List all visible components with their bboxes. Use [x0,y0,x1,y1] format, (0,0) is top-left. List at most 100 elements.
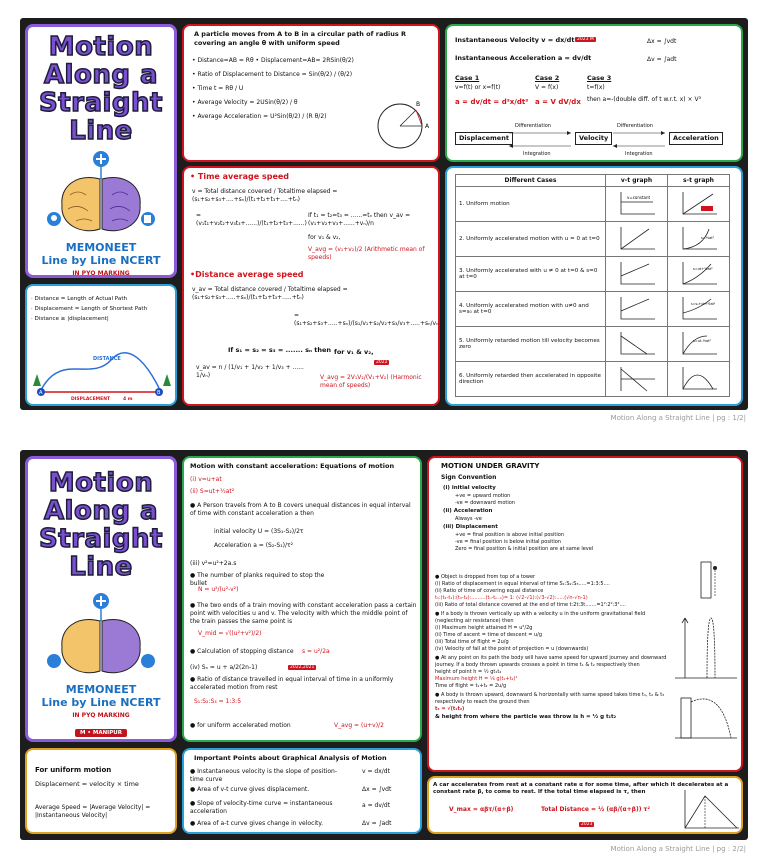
up-2: (ii) Time of ascent = time of descent = … [435,632,542,638]
car-card: A car accelerates from rest at a constan… [427,776,743,834]
vt-graph-5 [620,332,655,355]
case-1-title: Case 1 [455,74,480,82]
st-graph-2: s=½at² [682,227,717,250]
sign-3c: Zero = final position & initial position… [455,546,594,552]
svg-text:B: B [416,101,420,108]
sign-convention: Sign Convention [441,474,497,481]
col-vt: v-t graph [605,174,668,187]
sign-1b: -ve = downward motion [455,500,515,506]
board-badge-2: M • MANIPUR [75,729,127,737]
up-3: (iii) Total time of flight = 2u/g [435,639,509,645]
case-2-b: a = V dV/dx [535,98,581,106]
inst-velocity: Instantaneous Velocity v = dx/dt [455,36,575,44]
st-graph-4: s=s₀+ut+½at² [682,297,717,320]
brand-tagline-2: Line by Line NCERT [41,696,161,709]
car-text: A car accelerates from rest at a constan… [433,782,729,795]
case-label: 6. Uniformly retarded then accelerated i… [455,361,606,397]
page-title: Motion Along a Straight Line [38,32,163,146]
title-card-2: Motion Along a Straight Line MEMONEET Li… [25,456,177,742]
case-label: 1. Uniform motion [455,186,606,222]
st-2-label: s=½at² [701,236,715,240]
page-1: Motion Along a Straight Line MEMONEET Li… [20,18,748,410]
displacement-value: 4 m [123,396,133,402]
circular-motion-card: A particle moves from A to B in a circul… [182,24,440,162]
three-formula: t₃ = √(t₁t₂) [435,706,465,712]
vavg-formula: V_avg = (u+v)/2 [334,722,384,729]
gravity-card: MOTION UNDER GRAVITY Sign Convention (i)… [427,456,743,772]
vmax-formula: V_max = αβτ/(α+β) [449,806,514,813]
pyq-label: IN PYQ MARKING [72,270,130,277]
vt-graph-2 [620,227,655,250]
distance-label: DISTANCE [93,356,121,362]
case-row: 6. Uniformly retarded then accelerated i… [455,361,730,397]
case-label: 5. Uniformly retarded motion till veloci… [455,326,606,362]
up-text: ● If a body is thrown vertically up with… [435,611,646,624]
cases-header-row: Different Cases v-t graph s-t graph [455,174,730,187]
graph-point-4: ● Area of a-t curve gives change in velo… [190,820,323,827]
eq-2: (ii) S=ut+½at² [190,488,235,495]
year-badge: 2023 M [575,37,596,42]
path-diagram: A B DISTANCE DISPLACEMENT 4 m [33,352,171,402]
uniform-speed: Average Speed = |Average Velocity| = |In… [35,804,151,819]
instantaneous-card: Instantaneous Velocity v = dx/dt 2023 M … [445,24,743,162]
st-5-label: s=ut-½at² [693,339,712,343]
dist-avg-res2: V_avg = 2V₁V₂/(V₁+V₂) (Harmonic mean of … [320,374,422,389]
same-2: Maximum height H = ⅛ g(t₁+t₂)² [435,676,518,682]
same-3: Time of flight = t₁+t₂ = 2u/g [435,683,507,689]
up-1: (i) Maximum height attained H = u²/2g [435,625,533,631]
graphical-card: Important Points about Graphical Analysi… [182,748,422,834]
dist-avg-cond: If s₁ = s₂ = s₃ = ....... sₙ then [228,346,331,354]
initial-velocity: initial velocity U = (3S₁-S₂)/2τ [214,528,304,535]
up-4: (iv) Velocity of fall at the point of pr… [435,646,589,652]
planks-text: ● The number of planks required to stop … [190,572,325,587]
acceleration: Acceleration a = (S₂-S₁)/τ² [214,542,294,549]
time-avg-f1: v = Total distance covered / Totaltime e… [192,188,338,203]
int-label-2: Integration [625,151,653,157]
dist-avg-for: for v₁ & v₂, [334,348,374,356]
case-label: 4. Uniformly accelerated motion with u≠0… [455,291,606,327]
box-acceleration: Acceleration [669,132,723,145]
circ-line-4: • Average Velocity = 2USin(θ/2) / θ [192,99,298,106]
footer-page-2: Motion Along a Straight Line | pg : 2/2| [610,845,746,853]
sign-3b: -ve = final position is below initial po… [455,539,561,545]
vt-graph-4 [620,297,655,320]
case-3-b: then a=-(double diff. of t w.r.t. x) × V… [587,96,701,103]
sign-1: (i) initial velocity [443,485,496,491]
cases-table: Different Cases v-t graph s-t graph 1. U… [455,174,730,397]
def-distance: · Distance = Length of Actual Path [31,296,128,302]
definitions-card: · Distance = Length of Actual Path · Dis… [25,284,177,406]
graph-formula-3: a = dv/dt [362,802,391,809]
def-displacement: · Displacement = Length of Shortest Path [31,306,148,312]
time-avg-for: for v₁ & v₂, [308,234,341,241]
eq-3: (iii) v²=u²+2a.s [190,560,237,567]
case-2-title: Case 2 [535,74,560,82]
ratio-value: S₁:S₂:S₃ = 1:3:5 [194,698,242,705]
graph-formula-2: Δx = ∫vdt [362,786,392,793]
equations-heading: Motion with constant acceleration: Equat… [190,462,395,470]
sign-2a: Always -ve [455,516,482,522]
brand-name-2: MEMONEET [65,683,137,696]
case-label: 3. Uniformly accelerated with u ≠ 0 at t… [455,256,606,292]
total-distance-formula: Total Distance = ½ (αβ/(α+β)) τ² [541,806,650,813]
graph-formula-4: Δv = ∫adt [362,820,392,827]
dist-avg-res1: v_av = n / (1/v₁ + 1/v₂ + 1/v₃ + ...... … [196,364,304,379]
train-text: ● The two ends of a train moving with co… [190,602,417,625]
nth-formula: (iv) Sₙ = u + a/2(2n-1) [190,664,258,671]
st-graph-5: s=ut-½at² [682,332,717,355]
sign-1a: +ve = upward motion [455,493,511,499]
uniform-displacement: Displacement = velocity × time [35,780,139,788]
vt-1-label: v=constant [627,195,651,200]
equations-card: Motion with constant acceleration: Equat… [182,456,422,742]
drop-ratio-2: (ii) Ratio of time of covering equal dis… [435,588,544,594]
nth-year: 2022,2021 [288,665,317,670]
dist-avg-year: 2022 [374,360,390,365]
dist-avg-heading: •Distance average speed [190,270,304,279]
st-graph-6 [682,367,717,390]
drop-text: ● Object is dropped from top of a tower [435,574,536,580]
brand-name: MEMONEET [65,241,137,254]
case-row: 3. Uniformly accelerated with u ≠ 0 at t… [455,256,730,292]
three-height: & height from where the particle was thr… [435,714,617,720]
circ-line-3: • Time t = Rθ / U [192,85,244,92]
person-text: ● A Person travels from A to B covers un… [190,502,411,517]
point-a-label: A [39,390,43,396]
